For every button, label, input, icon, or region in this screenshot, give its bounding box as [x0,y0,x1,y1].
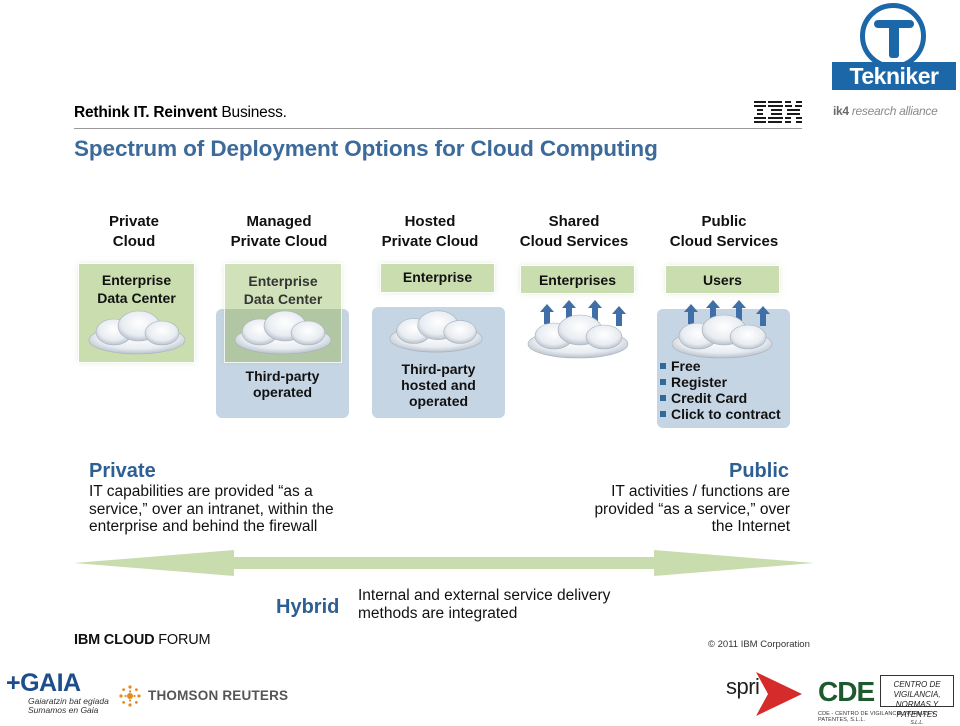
shared-enterprises-label: Enterprises [538,272,617,288]
slide-title: Spectrum of Deployment Options for Cloud… [74,136,658,161]
shared-enterprises-box: Enterprises [521,266,634,293]
ibm-logo [754,101,802,123]
list-item: Credit Card [660,390,781,406]
gaia-logo: +GAIA [6,669,81,697]
spri-arrow-icon [756,672,802,716]
tekniker-logo: Tekniker [832,62,956,90]
cloud-icon [389,310,483,353]
thomson-reuters-icon [119,685,141,707]
list-item: Register [660,374,781,390]
ibm-cloud-forum: IBM CLOUD FORUM [74,632,211,648]
spri-logo: spri [726,674,760,699]
list-item: Click to contract [660,406,781,422]
cloud-with-arrows-icon [527,300,629,359]
public-options-list: Free Register Credit Card Click to contr… [660,358,781,422]
private-heading: Private [89,460,156,482]
ik4-logo: ik4 research alliance [833,104,938,118]
tagline: Rethink IT. Reinvent Business. [74,104,287,121]
hosted-enterprise-box: Enterprise [381,264,494,292]
cloud-icon [234,310,332,355]
cloud-with-arrows-icon [671,300,773,359]
public-users-box: Users [666,266,779,293]
tekniker-logo-t-stem [889,24,899,58]
cde-caption: CDE - CENTRO DE VIGILANCIA, NORMAS Y PAT… [818,711,936,723]
public-heading: Public [728,460,789,482]
double-arrow [74,550,814,576]
public-users-label: Users [703,272,742,288]
list-item: Free [660,358,781,374]
hosted-enterprise-label: Enterprise [402,269,473,285]
header-divider [74,128,802,129]
copyright: © 2011 IBM Corporation [708,639,810,650]
hybrid-heading: Hybrid [276,596,340,618]
cde-logo: CDE [818,676,875,707]
cloud-icon [88,310,186,355]
thomson-reuters-logo: THOMSON REUTERS [148,688,289,703]
